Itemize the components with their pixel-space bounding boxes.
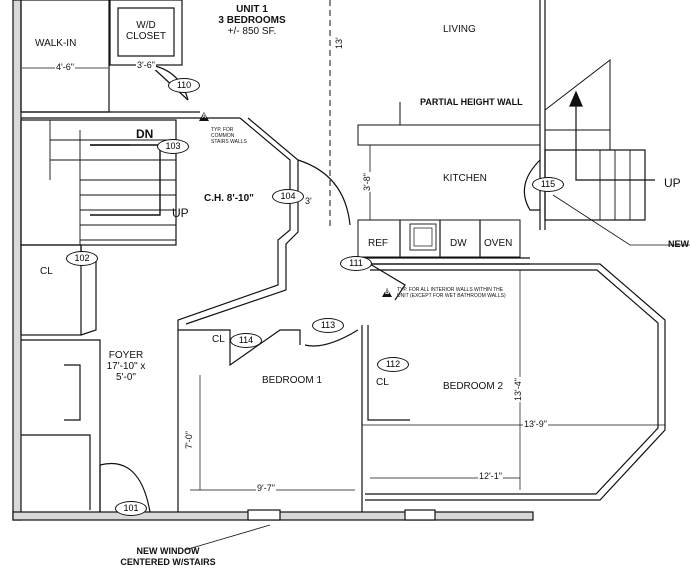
tag-110: 110: [168, 78, 200, 93]
new-window-label-2: CENTERED W/STAIRS: [120, 557, 216, 567]
dim-walk-in-width: 4'-6": [55, 62, 75, 73]
counter: [357, 219, 521, 258]
living-label: LIVING: [443, 24, 476, 35]
tag-113: 113: [312, 318, 344, 333]
door-104-swing: [297, 159, 351, 226]
dim-bedroom1-width: 9'-7": [256, 483, 276, 494]
closet-102-label: CL: [40, 266, 53, 277]
closet-114-label: CL: [212, 334, 225, 345]
stairs-left: [20, 119, 177, 246]
tag-114: 114: [230, 333, 262, 348]
partial-height-wall: [357, 124, 541, 146]
unit-title: UNIT 1: [236, 4, 268, 15]
bedroom-2-wall: [365, 263, 666, 501]
dim-bedroom2-depth: 13'-4": [513, 377, 524, 402]
foyer-dim-2: 5'-0": [116, 372, 136, 383]
typ-interior-note-2: UNIT (EXCEPT FOR WET BATHROOM WALLS): [397, 293, 506, 299]
tag-112: 112: [377, 357, 409, 372]
bedroom-1-label: BEDROOM 1: [262, 375, 323, 386]
closet-112-label: CL: [376, 377, 389, 388]
dim-living-13: 13': [334, 36, 345, 50]
dim-bedroom2-bottom: 12'-1": [478, 471, 503, 482]
dw-label: DW: [450, 238, 467, 249]
dim-closet-width: 3'-6": [136, 60, 156, 71]
typ-stairs-note-2: COMMON: [211, 133, 235, 139]
stair-up-right-label: UP: [664, 176, 681, 190]
new-window-label-1: NEW WINDOW: [136, 546, 200, 556]
dim-bedroom2-width: 13'-9": [523, 419, 548, 430]
new-right-label: NEW: [668, 239, 689, 249]
typ-stairs-note-3: STAIRS WALLS: [211, 139, 247, 145]
foyer-label: FOYER: [108, 350, 144, 361]
oven-label: OVEN: [484, 238, 513, 249]
dim-door-3: 3': [304, 196, 313, 207]
dim-kitchen-depth: 3'-8": [362, 172, 373, 192]
bedroom-2-label: BEDROOM 2: [443, 381, 504, 392]
tag-115: 115: [532, 177, 564, 192]
closet-114-wall: [178, 329, 301, 367]
door-115-swing: [523, 159, 541, 211]
ceiling-height-label: C.H. 8'-10": [204, 193, 254, 204]
marker-a-triangle: A: [199, 112, 209, 121]
outer-wall-left: [12, 0, 22, 521]
kitchen-label: KITCHEN: [443, 173, 487, 184]
walk-in-wall: [20, 0, 110, 113]
tag-111: 111: [340, 256, 372, 271]
unit-area: +/- 850 SF.: [227, 26, 277, 37]
unit-bedrooms: 3 BEDROOMS: [218, 15, 286, 26]
tag-104: 104: [272, 189, 304, 204]
marker-b-triangle: B: [382, 288, 392, 297]
foyer-wall: [21, 339, 101, 512]
tag-101: 101: [115, 501, 147, 516]
stair-up-left-label: UP: [172, 206, 189, 220]
foyer-dim-1: 17'-10" x: [106, 361, 146, 372]
typ-stairs-note-1: TYP. FOR: [211, 127, 234, 133]
ref-label: REF: [368, 238, 388, 249]
partial-height-wall-label: PARTIAL HEIGHT WALL: [420, 97, 523, 107]
door-113-swing: [304, 329, 359, 347]
dim-bedroom1-depth: 7'-0": [184, 430, 195, 450]
stair-dn-label: DN: [136, 127, 154, 141]
door-101-swing: [99, 463, 151, 513]
hall-wall: [177, 117, 291, 512]
typ-interior-note-1: TYP. FOR ALL INTERIOR WALLS WITHIN THE: [397, 287, 504, 293]
tag-102: 102: [66, 251, 98, 266]
door-111-swing: [369, 263, 406, 301]
walk-in-label: WALK-IN: [35, 38, 77, 49]
wd-closet-label-2: CLOSET: [125, 31, 167, 42]
sink: [409, 223, 437, 251]
new-window: [247, 509, 281, 521]
tag-103: 103: [157, 139, 189, 154]
wd-closet-label-1: W/D: [136, 20, 156, 31]
closet-102-wall: [20, 244, 82, 336]
